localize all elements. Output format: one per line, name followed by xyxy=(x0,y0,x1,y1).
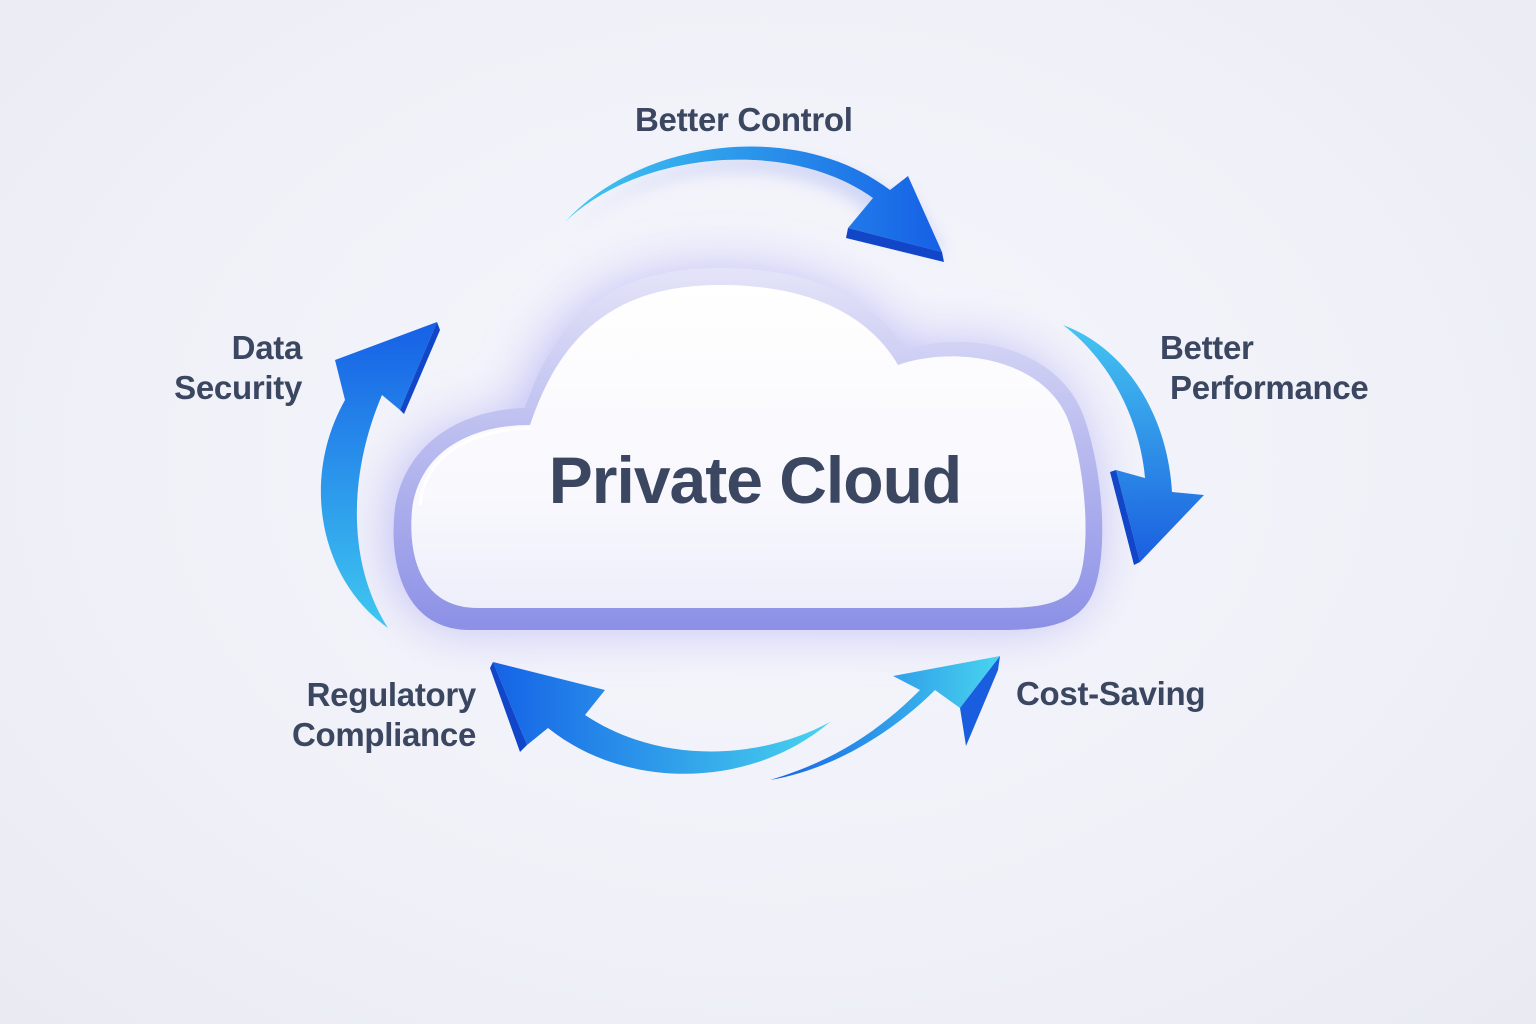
arrow-better-control xyxy=(565,146,946,262)
arrow-regulatory-compliance xyxy=(490,662,830,774)
arrow-better-performance xyxy=(1063,325,1204,565)
cloud-icon xyxy=(393,268,1103,630)
arrow-data-security xyxy=(320,322,440,628)
label-line: Security xyxy=(174,369,302,406)
label-line: Cost-Saving xyxy=(1016,675,1206,712)
label-better-control: Better Control xyxy=(635,100,853,140)
label-line: Performance xyxy=(1170,369,1369,406)
arrow-cost-saving xyxy=(770,656,1000,780)
label-line: Data xyxy=(231,329,303,366)
label-regulatory-compliance: Regulatory Compliance xyxy=(280,675,476,755)
label-line: Regulatory xyxy=(306,676,477,713)
label-line: Compliance xyxy=(291,716,476,753)
label-cost-saving: Cost-Saving xyxy=(1016,674,1206,714)
label-better-performance: Better Performance xyxy=(1160,328,1369,408)
center-title: Private Cloud xyxy=(548,443,962,517)
label-line: Better xyxy=(1160,329,1254,366)
label-line: Better Control xyxy=(635,101,853,138)
label-data-security: Data Security xyxy=(160,328,302,408)
